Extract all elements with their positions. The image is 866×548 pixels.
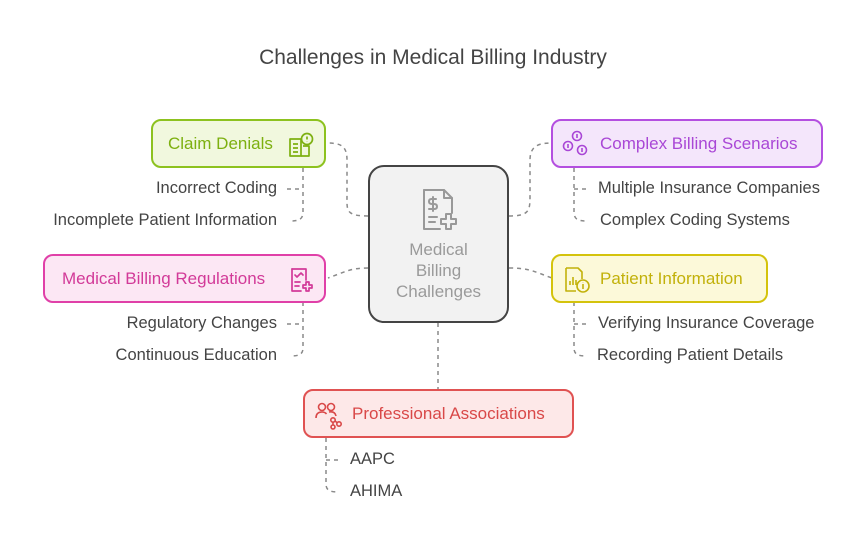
branch-claim-denials: Claim Denials bbox=[151, 119, 326, 168]
branch-claim-denials-label: Claim Denials bbox=[168, 133, 273, 153]
leaf-aapc: AAPC bbox=[350, 450, 395, 468]
leaf-verifying-insurance-coverage: Verifying Insurance Coverage bbox=[598, 314, 815, 332]
branch-regulations-label: Medical Billing Regulations bbox=[62, 268, 266, 288]
leaf-incorrect-coding: Incorrect Coding bbox=[155, 179, 277, 197]
leaf-recording-patient-details: Recording Patient Details bbox=[597, 346, 784, 364]
leaf-continuous-education: Continuous Education bbox=[115, 346, 277, 364]
leaf-ahima: AHIMA bbox=[350, 482, 403, 500]
branch-complex-scenarios-label: Complex Billing Scenarios bbox=[600, 133, 798, 153]
leaf-incomplete-patient-information: Incomplete Patient Information bbox=[53, 211, 277, 229]
branch-professional-associations-label: Professional Associations bbox=[352, 403, 545, 423]
branch-medical-billing-regulations: Medical Billing Regulations bbox=[43, 254, 326, 303]
central-topic: Medical Billing Challenges bbox=[368, 165, 509, 323]
leaf-multiple-insurance-companies: Multiple Insurance Companies bbox=[598, 179, 820, 197]
branch-professional-associations: Professional Associations bbox=[303, 389, 574, 438]
people-network-icon bbox=[315, 402, 342, 430]
patient-report-icon bbox=[565, 267, 590, 293]
regulation-document-icon bbox=[291, 268, 313, 292]
coins-cluster-icon bbox=[562, 130, 588, 156]
leaf-complex-coding-systems: Complex Coding Systems bbox=[600, 211, 790, 229]
branch-patient-information-label: Patient Information bbox=[600, 268, 743, 288]
branch-patient-information: Patient Information bbox=[551, 254, 768, 303]
claim-alert-icon bbox=[289, 132, 314, 157]
diagram-title: Challenges in Medical Billing Industry bbox=[259, 46, 607, 69]
leaf-regulatory-changes: Regulatory Changes bbox=[126, 314, 277, 332]
central-topic-label: Medical Billing Challenges bbox=[395, 240, 482, 301]
billing-document-icon bbox=[422, 189, 457, 230]
branch-complex-billing-scenarios: Complex Billing Scenarios bbox=[551, 119, 823, 168]
